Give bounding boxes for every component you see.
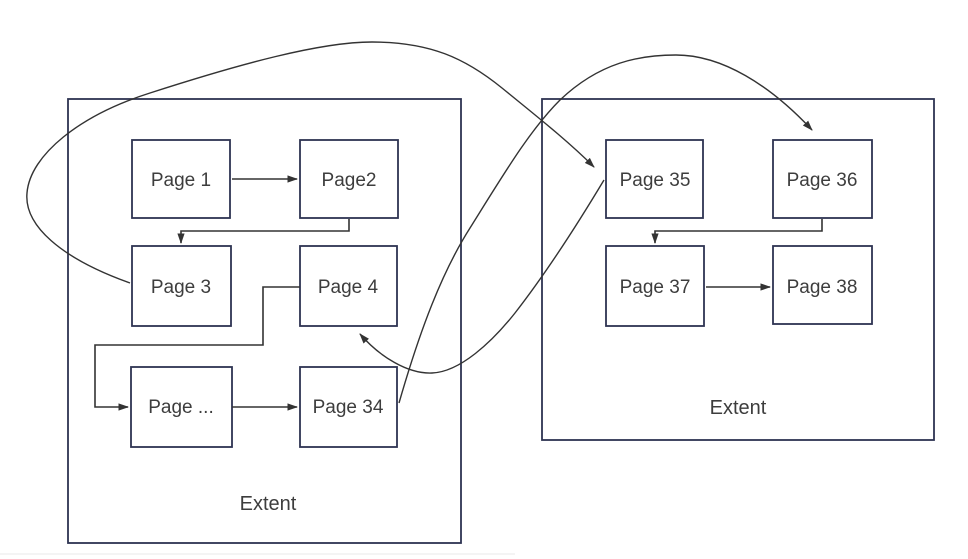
- page-2-node: Page2: [299, 139, 399, 219]
- page-37-node: Page 37: [605, 245, 705, 327]
- page-3-box: [131, 245, 232, 327]
- page-1-label: Page 1: [151, 170, 211, 191]
- page-35-label: Page 35: [620, 170, 691, 191]
- page-37-box: [605, 245, 705, 327]
- extent-right-box: [541, 98, 935, 441]
- extent-right-label: Extent: [710, 397, 767, 419]
- page-34-label: Page 34: [313, 397, 384, 418]
- page-34-box: [299, 366, 398, 448]
- page-3-label: Page 3: [151, 277, 211, 298]
- page-35-box: [605, 139, 704, 219]
- page-38-label: Page 38: [787, 277, 858, 298]
- page-36-box: [772, 139, 873, 219]
- page-1-box: [131, 139, 231, 219]
- page-2-label: Page2: [322, 170, 377, 191]
- arrow-page36-to-page37: [651, 219, 823, 244]
- page-34-node: Page 34: [299, 366, 398, 448]
- page-36-label: Page 36: [787, 170, 858, 191]
- curve-page35-to-page4: [359, 179, 605, 374]
- page-dots-node: Page ...: [130, 366, 233, 448]
- page-35-node: Page 35: [605, 139, 704, 219]
- page-2-box: [299, 139, 399, 219]
- page-36-node: Page 36: [772, 139, 873, 219]
- curve-page34-to-page36: [398, 54, 813, 404]
- extent-left-box: [67, 98, 462, 544]
- page-4-node: Page 4: [299, 245, 398, 327]
- page-1-node: Page 1: [131, 139, 231, 219]
- page-4-label: Page 4: [318, 277, 379, 298]
- page-38-box: [772, 245, 873, 325]
- page-dots-label: Page ...: [148, 397, 214, 418]
- page-4-box: [299, 245, 398, 327]
- arrow-page4-to-pagedots: [94, 286, 300, 411]
- page-38-node: Page 38: [772, 245, 873, 325]
- page-37-label: Page 37: [620, 277, 691, 298]
- arrow-page2-to-page3: [177, 219, 350, 244]
- curve-page3-to-page35: [26, 41, 595, 284]
- extent-left-label: Extent: [240, 493, 297, 515]
- page-3-node: Page 3: [131, 245, 232, 327]
